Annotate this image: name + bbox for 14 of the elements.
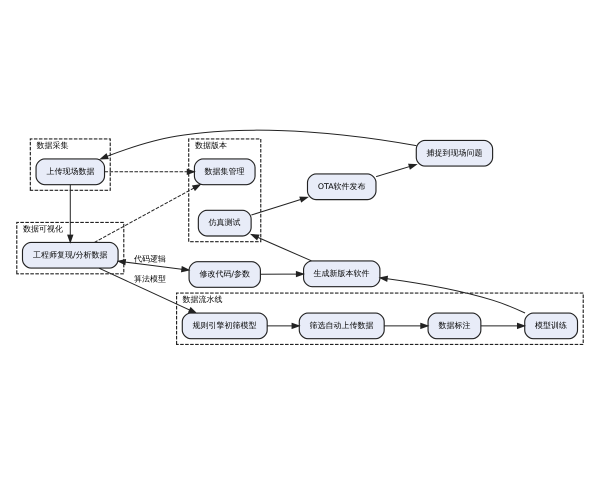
arrow (67, 184, 74, 244)
arrow (480, 322, 526, 330)
arrow (378, 276, 526, 314)
arrow (250, 234, 312, 262)
arrow (98, 268, 198, 314)
arrow (250, 196, 309, 216)
arrow (267, 322, 301, 330)
arrow (104, 168, 196, 175)
arrow (94, 184, 202, 243)
arrow (384, 322, 430, 330)
arrow (99, 130, 417, 160)
arrow (116, 258, 190, 272)
arrow (376, 164, 418, 178)
arrow (260, 270, 306, 278)
